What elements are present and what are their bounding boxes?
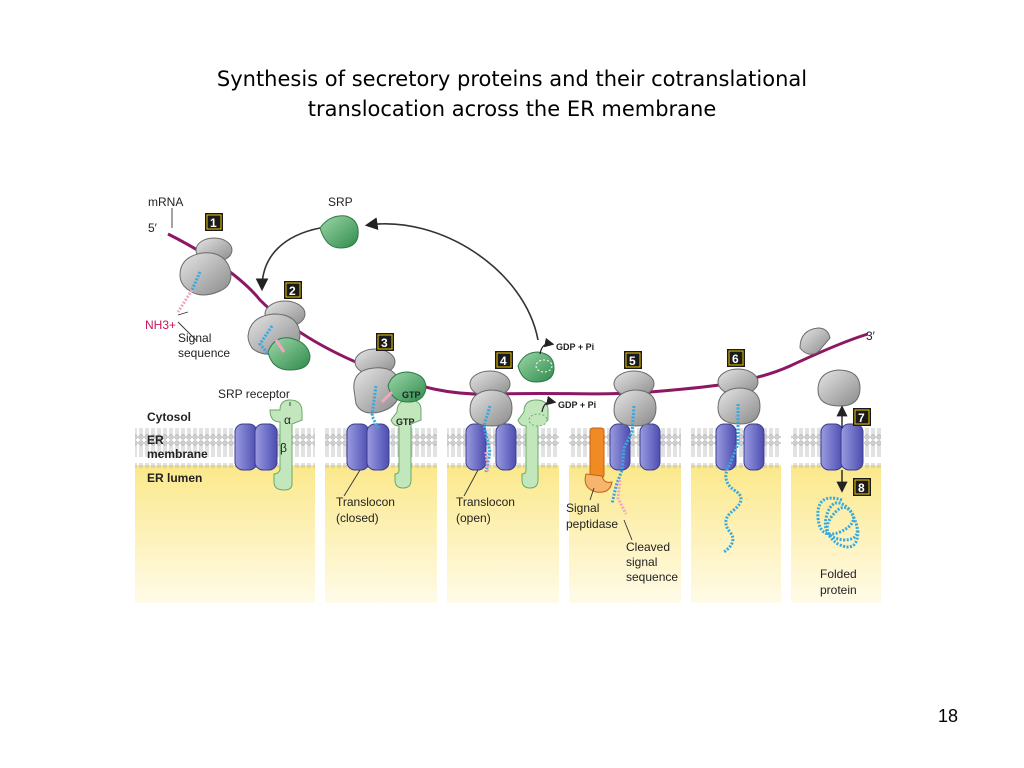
label-translocon-closed-1: Translocon <box>336 495 395 509</box>
step-4-marker: 4 <box>495 351 513 369</box>
label-5-prime: 5′ <box>148 221 158 235</box>
step-6-marker: 6 <box>727 349 745 367</box>
label-translocon-open-1: Translocon <box>456 495 515 509</box>
lumen-panel-6 <box>691 465 781 603</box>
srp-free <box>319 215 359 249</box>
label-3-prime: 3′ <box>866 329 876 343</box>
label-gdp-pi-1: GDP + Pi <box>556 342 594 352</box>
page-number: 18 <box>938 706 959 726</box>
step-8-number: 8 <box>858 481 865 495</box>
step-2-marker: 2 <box>284 281 302 299</box>
step-3-marker: 3 <box>376 333 394 351</box>
translocons <box>234 423 864 471</box>
step-7-number: 7 <box>858 411 865 425</box>
srp-recycle-arrow <box>364 217 539 341</box>
step-1-number: 1 <box>210 216 217 230</box>
label-er-lumen: ER lumen <box>147 471 202 485</box>
label-signal-sequence-2: sequence <box>178 346 230 360</box>
lumen-panel-3 <box>325 465 437 603</box>
step-1-marker: 1 <box>205 213 223 231</box>
label-nh3: NH3+ <box>145 318 176 332</box>
label-er-membrane-2: membrane <box>147 447 208 461</box>
label-mrna: mRNA <box>148 195 183 209</box>
translocon-open <box>465 423 517 471</box>
step-5-number: 5 <box>629 354 636 368</box>
nascent-peptides <box>176 271 860 554</box>
step-markers: 1 2 3 4 5 6 7 8 <box>205 213 871 496</box>
ribosome-1 <box>179 237 233 296</box>
label-signal-peptidase-2: peptidase <box>566 517 618 531</box>
label-srp-receptor: SRP receptor <box>218 387 290 401</box>
label-signal-sequence-1: Signal <box>178 331 211 345</box>
translocon-closed <box>346 423 390 471</box>
ribosome-4 <box>469 370 513 427</box>
slide-title-line1: Synthesis of secretory proteins and thei… <box>216 67 808 91</box>
leader-lines <box>171 208 633 541</box>
srp-particles <box>267 215 555 403</box>
translocon-7 <box>820 423 864 471</box>
translocon-5 <box>609 423 661 471</box>
step-2-number: 2 <box>289 284 296 298</box>
signal-peptidase <box>584 427 613 493</box>
lumen-panel-4 <box>447 465 559 603</box>
er-lumen-panels <box>135 465 881 603</box>
label-gdp-pi-2: GDP + Pi <box>558 400 596 410</box>
label-translocon-closed-2: (closed) <box>336 511 379 525</box>
ribosomes <box>179 237 861 427</box>
srp-bound-2 <box>267 337 311 371</box>
label-cleaved-2: signal <box>626 555 657 569</box>
gdp-release-arrow-2 <box>541 395 557 413</box>
step-6-number: 6 <box>732 352 739 366</box>
slide-title-line2: translocation across the ER membrane <box>307 97 717 121</box>
label-beta: β <box>280 441 287 455</box>
gdp-release-arrow-1 <box>539 337 555 355</box>
label-gtp-2: GTP <box>396 417 415 427</box>
step-7-marker: 7 <box>853 408 871 426</box>
ribosome-7-subunits <box>799 327 861 407</box>
label-er-membrane-1: ER <box>147 433 164 447</box>
translocon-1 <box>234 423 278 471</box>
label-signal-peptidase-1: Signal <box>566 501 599 515</box>
label-alpha: α <box>284 413 291 427</box>
step-3-number: 3 <box>381 336 388 350</box>
ribosome-5 <box>613 370 657 427</box>
srp-bound-3 <box>387 371 427 403</box>
label-cytosol: Cytosol <box>147 410 191 424</box>
label-cleaved-1: Cleaved <box>626 540 670 554</box>
label-translocon-open-2: (open) <box>456 511 491 525</box>
label-cleaved-3: sequence <box>626 570 678 584</box>
label-srp: SRP <box>328 195 353 209</box>
ribosome-3 <box>353 348 401 414</box>
lumen-panel-5 <box>569 465 681 603</box>
label-gtp-1: GTP <box>402 390 421 400</box>
srp-receptors <box>269 399 549 491</box>
label-folded-1: Folded <box>820 567 857 581</box>
step-8-marker: 8 <box>853 478 871 496</box>
srp-binding-arrow <box>255 227 321 292</box>
step-4-number: 4 <box>500 354 507 368</box>
step-5-marker: 5 <box>624 351 642 369</box>
label-folded-2: protein <box>820 583 857 597</box>
